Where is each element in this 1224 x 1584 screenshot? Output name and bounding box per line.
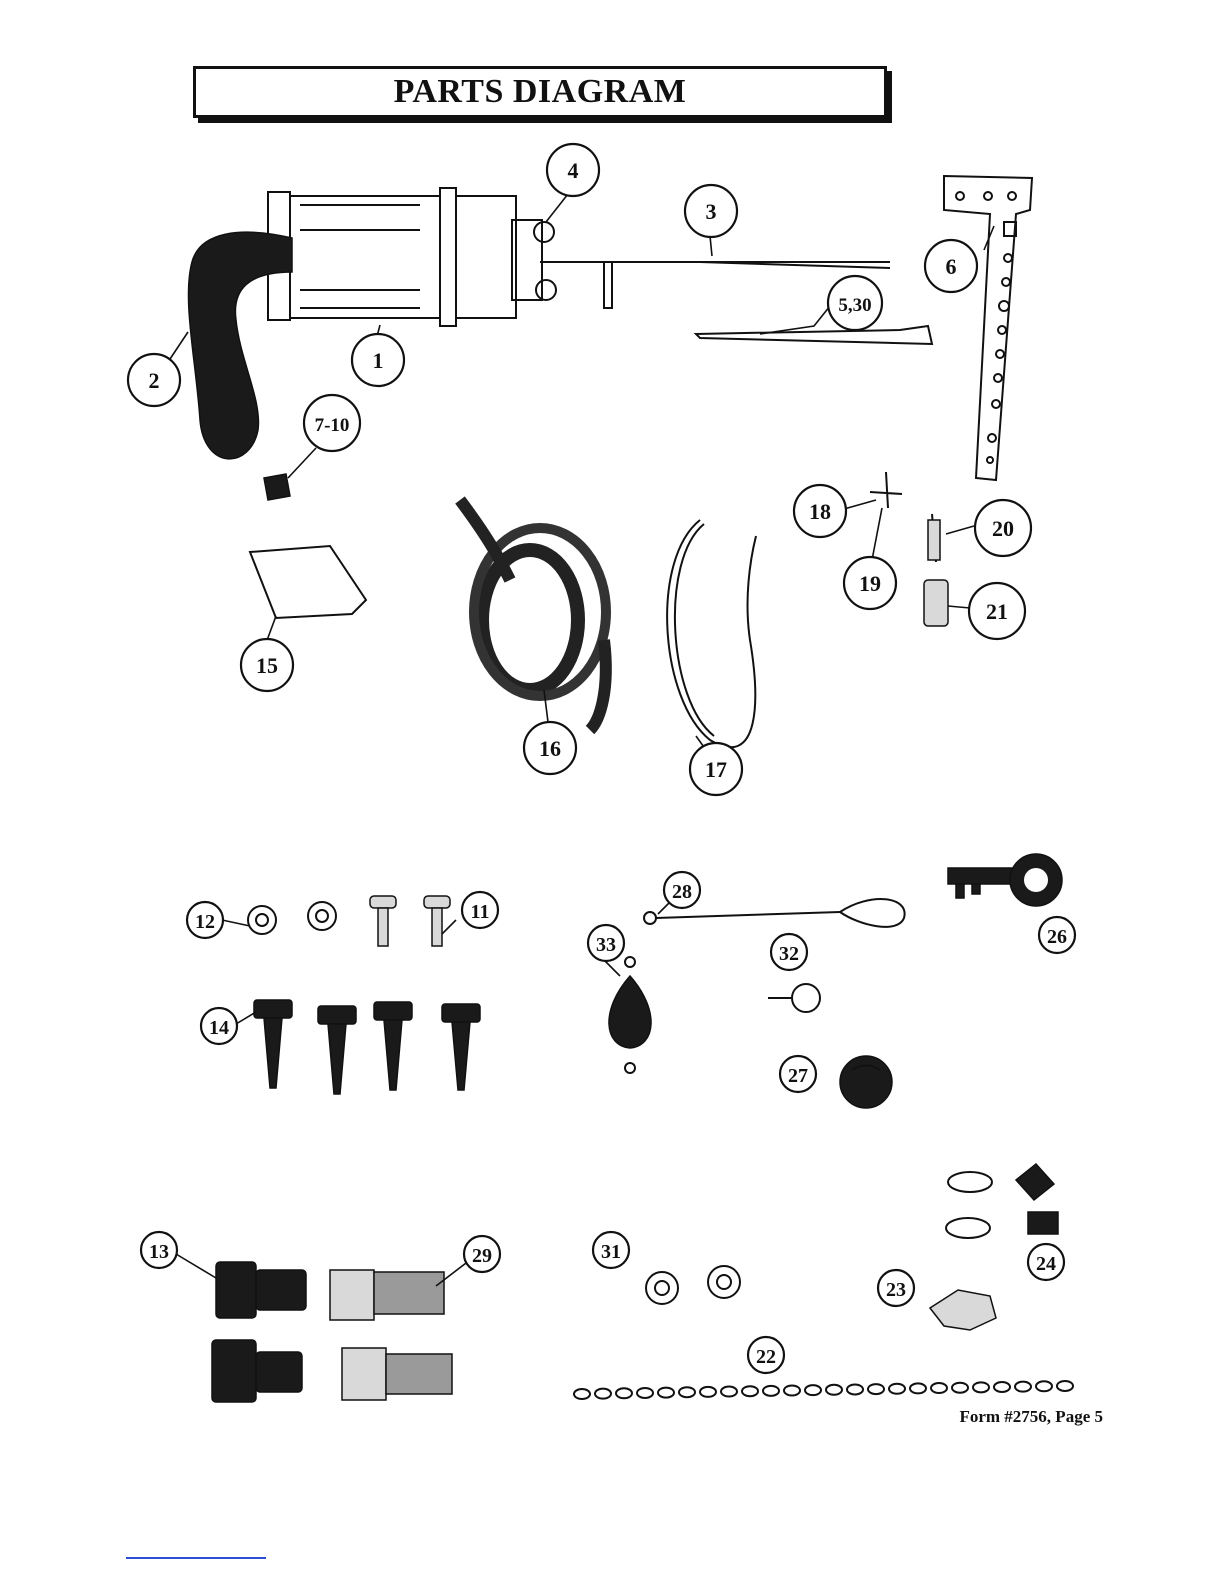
chain-bead	[574, 1389, 590, 1399]
chain-bead	[868, 1384, 884, 1394]
wire-loop-illustration	[667, 520, 756, 747]
perforated-strap-illustration	[944, 176, 1032, 480]
svg-text:17: 17	[705, 757, 727, 782]
svg-text:6: 6	[946, 254, 957, 279]
callout-33: 33	[588, 925, 624, 961]
callout-2: 2	[128, 354, 180, 406]
chain-bead	[931, 1383, 947, 1393]
chain-bead	[910, 1383, 926, 1393]
svg-text:11: 11	[471, 901, 490, 923]
callout-23: 23	[878, 1270, 914, 1306]
callout-6: 6	[925, 240, 977, 292]
svg-text:23: 23	[886, 1279, 906, 1301]
callout-31: 31	[593, 1232, 629, 1268]
blade-illustration	[696, 326, 932, 344]
chain-bead	[826, 1385, 842, 1395]
svg-text:4: 4	[568, 158, 579, 183]
callout-3: 3	[685, 185, 737, 237]
svg-text:22: 22	[756, 1346, 776, 1368]
callout-21: 21	[969, 583, 1025, 639]
callout-12: 12	[187, 902, 223, 938]
chain-bead	[1015, 1382, 1031, 1392]
callout-1: 1	[352, 334, 404, 386]
svg-text:2: 2	[149, 368, 160, 393]
callout-14: 14	[201, 1008, 237, 1044]
chain-bead	[679, 1387, 695, 1397]
svg-text:31: 31	[601, 1241, 621, 1263]
callout-20: 20	[975, 500, 1031, 556]
chain-bead	[763, 1386, 779, 1396]
svg-text:16: 16	[539, 736, 561, 761]
svg-text:29: 29	[472, 1245, 492, 1267]
chain-bead	[721, 1387, 737, 1397]
chain-bead	[595, 1389, 611, 1399]
callout-labels: 1 2 3 4 5,30 6 7-10 11 12 13 14 15 16 17…	[128, 144, 1075, 1373]
svg-text:13: 13	[149, 1241, 169, 1263]
chain-bead	[637, 1388, 653, 1398]
chain-bead	[847, 1384, 863, 1394]
chain-bead	[973, 1382, 989, 1392]
motor-unit-illustration	[268, 188, 890, 326]
chain-bead	[1036, 1381, 1052, 1391]
svg-text:27: 27	[788, 1065, 808, 1087]
callout-11: 11	[462, 892, 498, 928]
callout-32: 32	[771, 934, 807, 970]
svg-text:21: 21	[986, 599, 1008, 624]
clip-illustration	[264, 474, 290, 500]
callout-15: 15	[241, 639, 293, 691]
svg-text:7-10: 7-10	[315, 415, 350, 436]
callout-18: 18	[794, 485, 846, 537]
callout-26: 26	[1039, 917, 1075, 953]
callout-27: 27	[780, 1056, 816, 1092]
callout-17: 17	[690, 743, 742, 795]
svg-text:19: 19	[859, 571, 881, 596]
callout-22: 22	[748, 1337, 784, 1373]
boot-hose-illustration	[188, 232, 292, 459]
svg-text:32: 32	[779, 943, 799, 965]
svg-text:18: 18	[809, 499, 831, 524]
callout-28: 28	[664, 872, 700, 908]
svg-text:5,30: 5,30	[838, 295, 871, 316]
hardware-nuts-bolts-illustration	[248, 896, 480, 1094]
callout-19: 19	[844, 557, 896, 609]
coiled-hose-illustration	[460, 500, 606, 730]
chain-bead	[994, 1382, 1010, 1392]
chain-bead	[616, 1388, 632, 1398]
svg-text:26: 26	[1047, 926, 1067, 948]
callout-4: 4	[547, 144, 599, 196]
callout-13: 13	[141, 1232, 177, 1268]
callout-7-10: 7-10	[304, 395, 360, 451]
svg-text:24: 24	[1036, 1253, 1056, 1275]
bottom-rule	[126, 1557, 266, 1559]
page-footer: Form #2756, Page 5	[900, 1407, 1103, 1427]
chain-and-fittings-illustration	[574, 1164, 1073, 1399]
chain-bead	[742, 1386, 758, 1396]
gasket-illustration	[250, 546, 366, 618]
svg-text:20: 20	[992, 516, 1014, 541]
callout-16: 16	[524, 722, 576, 774]
callout-24: 24	[1028, 1244, 1064, 1280]
svg-text:1: 1	[373, 348, 384, 373]
callout-29: 29	[464, 1236, 500, 1272]
svg-text:12: 12	[195, 911, 215, 933]
svg-text:15: 15	[256, 653, 278, 678]
svg-text:33: 33	[596, 934, 616, 956]
chain-bead	[700, 1387, 716, 1397]
leader-lines	[168, 194, 994, 1286]
callout-5-30: 5,30	[828, 276, 882, 330]
chain-bead	[805, 1385, 821, 1395]
svg-text:3: 3	[706, 199, 717, 224]
chain-bead	[889, 1384, 905, 1394]
hose-fittings-illustration	[212, 1262, 452, 1402]
chain-bead	[952, 1383, 968, 1393]
chain-bead	[784, 1386, 800, 1396]
svg-text:28: 28	[672, 881, 692, 903]
svg-text:14: 14	[209, 1017, 229, 1039]
chain-bead	[1057, 1381, 1073, 1391]
chain-bead	[658, 1388, 674, 1398]
